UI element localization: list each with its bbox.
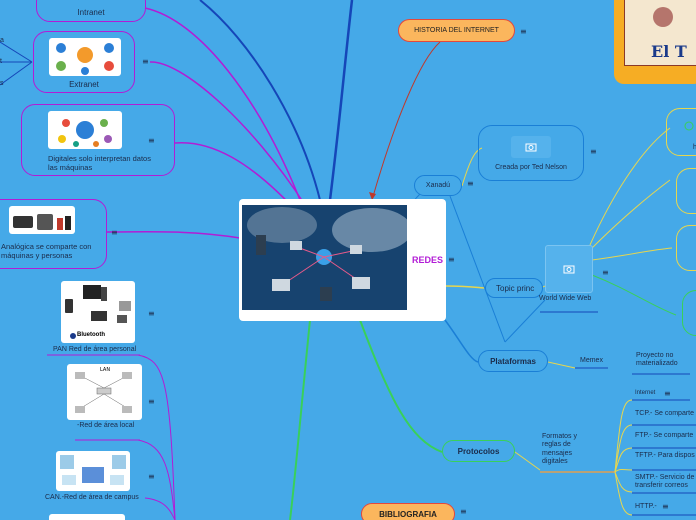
right-node-1-label: h	[693, 144, 696, 151]
logo-illustration: El T	[651, 7, 687, 61]
campus-buildings-illustration	[60, 455, 126, 485]
pan-image: Bluetooth	[61, 281, 135, 343]
can-menu-icon[interactable]: ≡	[148, 472, 155, 481]
analogica-image	[9, 206, 75, 234]
bluetooth-label: Bluetooth	[77, 332, 105, 338]
www-label: World Wide Web	[539, 295, 592, 302]
historia-menu-icon[interactable]: ≡	[520, 27, 527, 36]
xanadu-menu-icon[interactable]: ≡	[467, 179, 474, 188]
extranet-node[interactable]: Extranet	[33, 31, 135, 93]
lan-image: LAN	[67, 364, 142, 420]
left-edge-text-t: t	[0, 58, 2, 65]
analogica-node[interactable]: Analógica se comparte con máquinas y per…	[0, 199, 107, 269]
extranet-label: Extranet	[69, 80, 99, 89]
topic-node[interactable]: Topic princ	[485, 278, 543, 298]
pan-label: PAN Red de área personal	[53, 346, 137, 353]
right-node-3[interactable]	[676, 225, 696, 271]
left-edge-text-a: a	[0, 37, 4, 44]
www-menu-icon[interactable]: ≡	[602, 268, 609, 277]
left-edge-text-s: s	[0, 80, 4, 87]
pan-menu-icon[interactable]: ≡	[148, 309, 155, 318]
analogica-menu-icon[interactable]: ≡	[111, 228, 118, 237]
analogica-label: Analógica se comparte con máquinas y per…	[1, 242, 92, 261]
protocolos-node[interactable]: Protocolos	[442, 440, 515, 462]
plataformas-node[interactable]: Plataformas	[478, 350, 548, 372]
smtp-label: SMTP.- Servicio de transferir correos	[635, 474, 695, 490]
http-label: HTTP.-	[635, 503, 657, 510]
internet-label: Internet	[635, 390, 656, 396]
lan-label: -Red de área local	[77, 422, 135, 429]
central-title: REDES	[412, 255, 444, 265]
logo-card: El T	[614, 0, 696, 84]
right-node-2[interactable]	[676, 168, 696, 214]
telephone-devices-illustration	[13, 214, 71, 230]
creada-menu-icon[interactable]: ≡	[590, 147, 597, 156]
logo-text: El T	[651, 42, 687, 61]
ftp-label: FTP.- Se comparte	[635, 432, 694, 439]
lan-diagram-illustration: LAN	[75, 367, 132, 413]
extranet-image	[49, 38, 121, 76]
digitales-menu-icon[interactable]: ≡	[148, 136, 155, 145]
digitales-label: Digitales solo interpretan datos las máq…	[48, 154, 151, 173]
right-node-4[interactable]	[682, 290, 696, 336]
lan-image-label: LAN	[100, 367, 110, 373]
internet-menu-icon[interactable]: ≡	[664, 389, 671, 398]
bibliografia-menu-icon[interactable]: ≡	[460, 507, 467, 516]
camera-icon	[525, 143, 537, 152]
memex-label: Memex	[580, 357, 603, 364]
digital-icons-cloud-illustration	[58, 119, 112, 147]
historia-node[interactable]: HISTORIA DEL INTERNET	[398, 19, 515, 42]
personal-devices-illustration	[65, 285, 131, 339]
proyecto-label: Proyecto no materializado	[636, 352, 678, 368]
intranet-node[interactable]: Intranet	[36, 0, 146, 22]
xanadu-node[interactable]: Xanadú	[414, 175, 462, 196]
can-label: CAN.-Red de área de campus	[45, 494, 139, 501]
bibliografia-node[interactable]: BIBLIOGRAFIA	[361, 503, 455, 520]
creada-image-placeholder	[511, 136, 551, 158]
lan-menu-icon[interactable]: ≡	[148, 397, 155, 406]
camera-icon	[563, 265, 575, 274]
right-node-1[interactable]: h	[666, 108, 696, 156]
network-icons-illustration	[56, 43, 114, 75]
tcp-label: TCP.- Se comparte	[635, 410, 695, 417]
can-image	[56, 451, 130, 491]
logo-image: El T	[624, 0, 696, 66]
formatos-label: Formatos y reglas de mensajes digitales	[542, 433, 578, 466]
network-photo-illustration	[242, 205, 407, 310]
tftp-label: TFTP.- Para dispos	[635, 452, 695, 459]
creada-node[interactable]: Creada por Ted Nelson	[478, 125, 584, 181]
central-node[interactable]: REDES ≡	[239, 199, 455, 321]
www-node[interactable]: World Wide Web	[539, 245, 598, 305]
www-image-placeholder	[545, 245, 593, 293]
extranet-menu-icon[interactable]: ≡	[142, 57, 149, 66]
intranet-label: Intranet	[77, 8, 105, 17]
creada-label: Creada por Ted Nelson	[495, 164, 567, 171]
central-menu-icon[interactable]: ≡	[448, 255, 455, 264]
camera-icon	[684, 121, 694, 131]
network-photo	[242, 205, 407, 310]
bottom-left-image	[49, 514, 125, 520]
digitales-node[interactable]: Digitales solo interpretan datos las máq…	[21, 104, 175, 176]
http-menu-icon[interactable]: ≡	[662, 502, 669, 511]
digitales-image	[48, 111, 122, 149]
